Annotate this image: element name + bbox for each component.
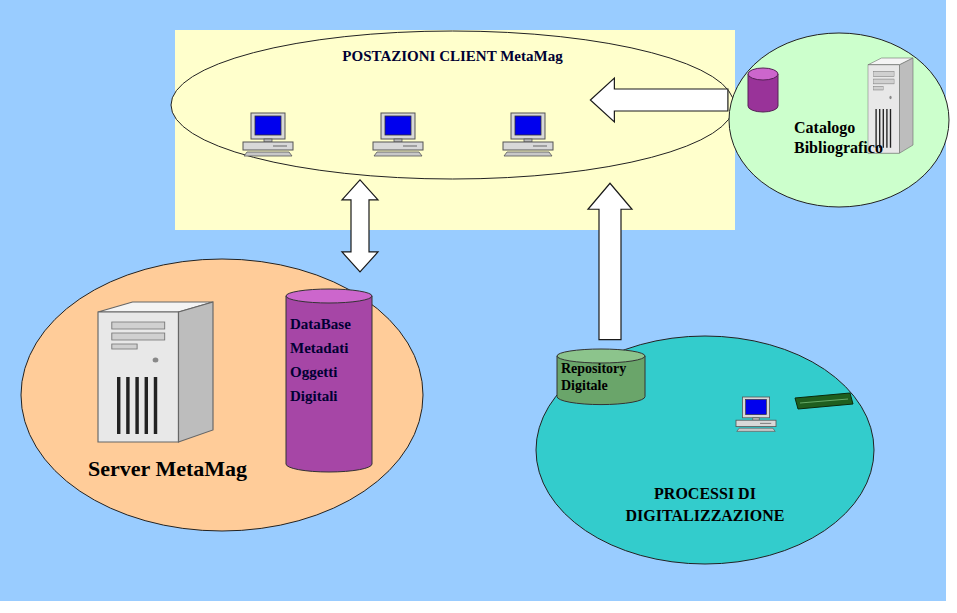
cylinder-top	[286, 289, 372, 303]
cylinder-body	[557, 356, 645, 405]
ellipse-outline	[171, 31, 734, 179]
text-slot: DataBase Metadati Oggetti Digitali	[290, 312, 368, 408]
node-label: PROCESSI DI DIGITALIZZAZIONE	[615, 483, 795, 526]
ellipse-outline	[536, 336, 874, 564]
server-ellipse: DataBase Metadati Oggetti DigitaliServer…	[20, 258, 424, 532]
process-ellipse: Repository DigitalePROCESSI DI DIGITALIZ…	[535, 335, 875, 565]
text-slot: Repository Digitale	[561, 361, 641, 395]
cylinder-shape	[556, 348, 646, 405]
text-slot: Server MetaMag	[88, 456, 338, 482]
text-slot: POSTAZIONI CLIENT MetaMag	[170, 47, 735, 65]
cylinder-top	[557, 349, 645, 363]
storage-label: Repository Digitale	[561, 361, 641, 395]
scan-computer	[736, 397, 776, 431]
catalog-database-icon	[748, 68, 778, 112]
text-slot: PROCESSI DI DIGITALIZZAZIONE	[615, 483, 795, 526]
cylinder-body	[286, 296, 372, 472]
text-slot: Catalogo Bibliografico	[794, 118, 934, 158]
block-arrow	[342, 180, 378, 272]
catalog-server-tower	[868, 58, 913, 153]
node-label: Server MetaMag	[88, 456, 338, 482]
ellipse-outline	[729, 33, 949, 207]
node-label: POSTAZIONI CLIENT MetaMag	[170, 47, 735, 65]
catalog-ellipse: Catalogo Bibliografico	[728, 32, 950, 208]
server-tower	[98, 302, 213, 442]
client-computer	[373, 113, 423, 156]
ellipse-outline	[21, 259, 423, 531]
block-arrow	[588, 183, 632, 339]
client-computer	[503, 113, 553, 156]
node-label: Catalogo Bibliografico	[794, 118, 934, 158]
repository-cylinder: Repository Digitale	[556, 348, 646, 405]
client-computer	[243, 113, 293, 156]
storage-label: DataBase Metadati Oggetti Digitali	[290, 312, 368, 408]
database-cylinder: DataBase Metadati Oggetti Digitali	[285, 288, 373, 472]
